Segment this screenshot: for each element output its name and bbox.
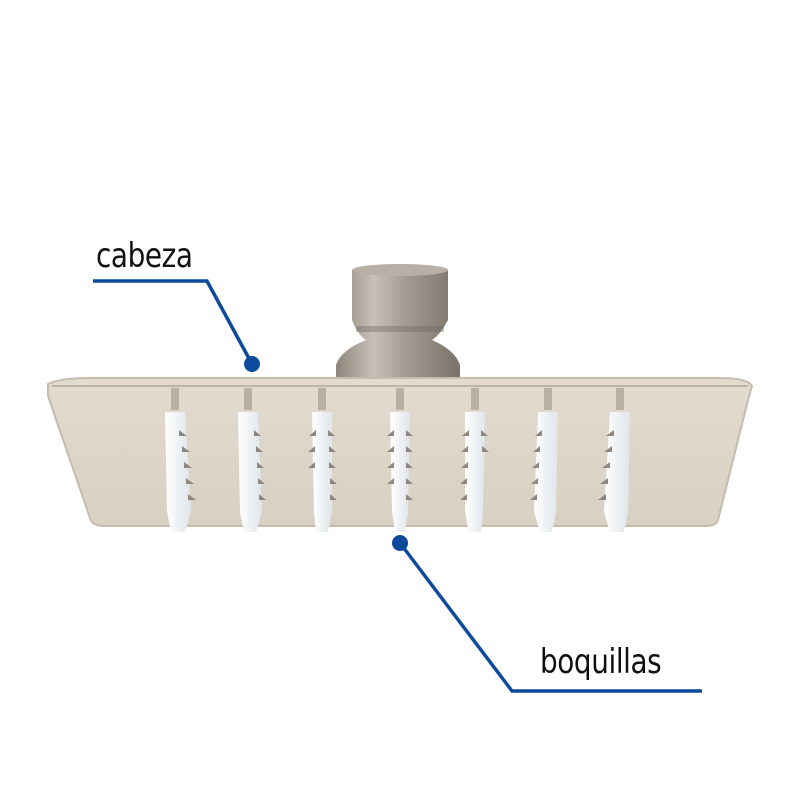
callout-boquillas-line bbox=[392, 535, 702, 693]
connector bbox=[336, 264, 460, 382]
nozzles bbox=[165, 388, 630, 532]
callout-label-cabeza: cabeza bbox=[96, 236, 193, 276]
callout-cabeza-line bbox=[93, 279, 260, 372]
callout-label-boquillas: boquillas bbox=[540, 642, 662, 682]
